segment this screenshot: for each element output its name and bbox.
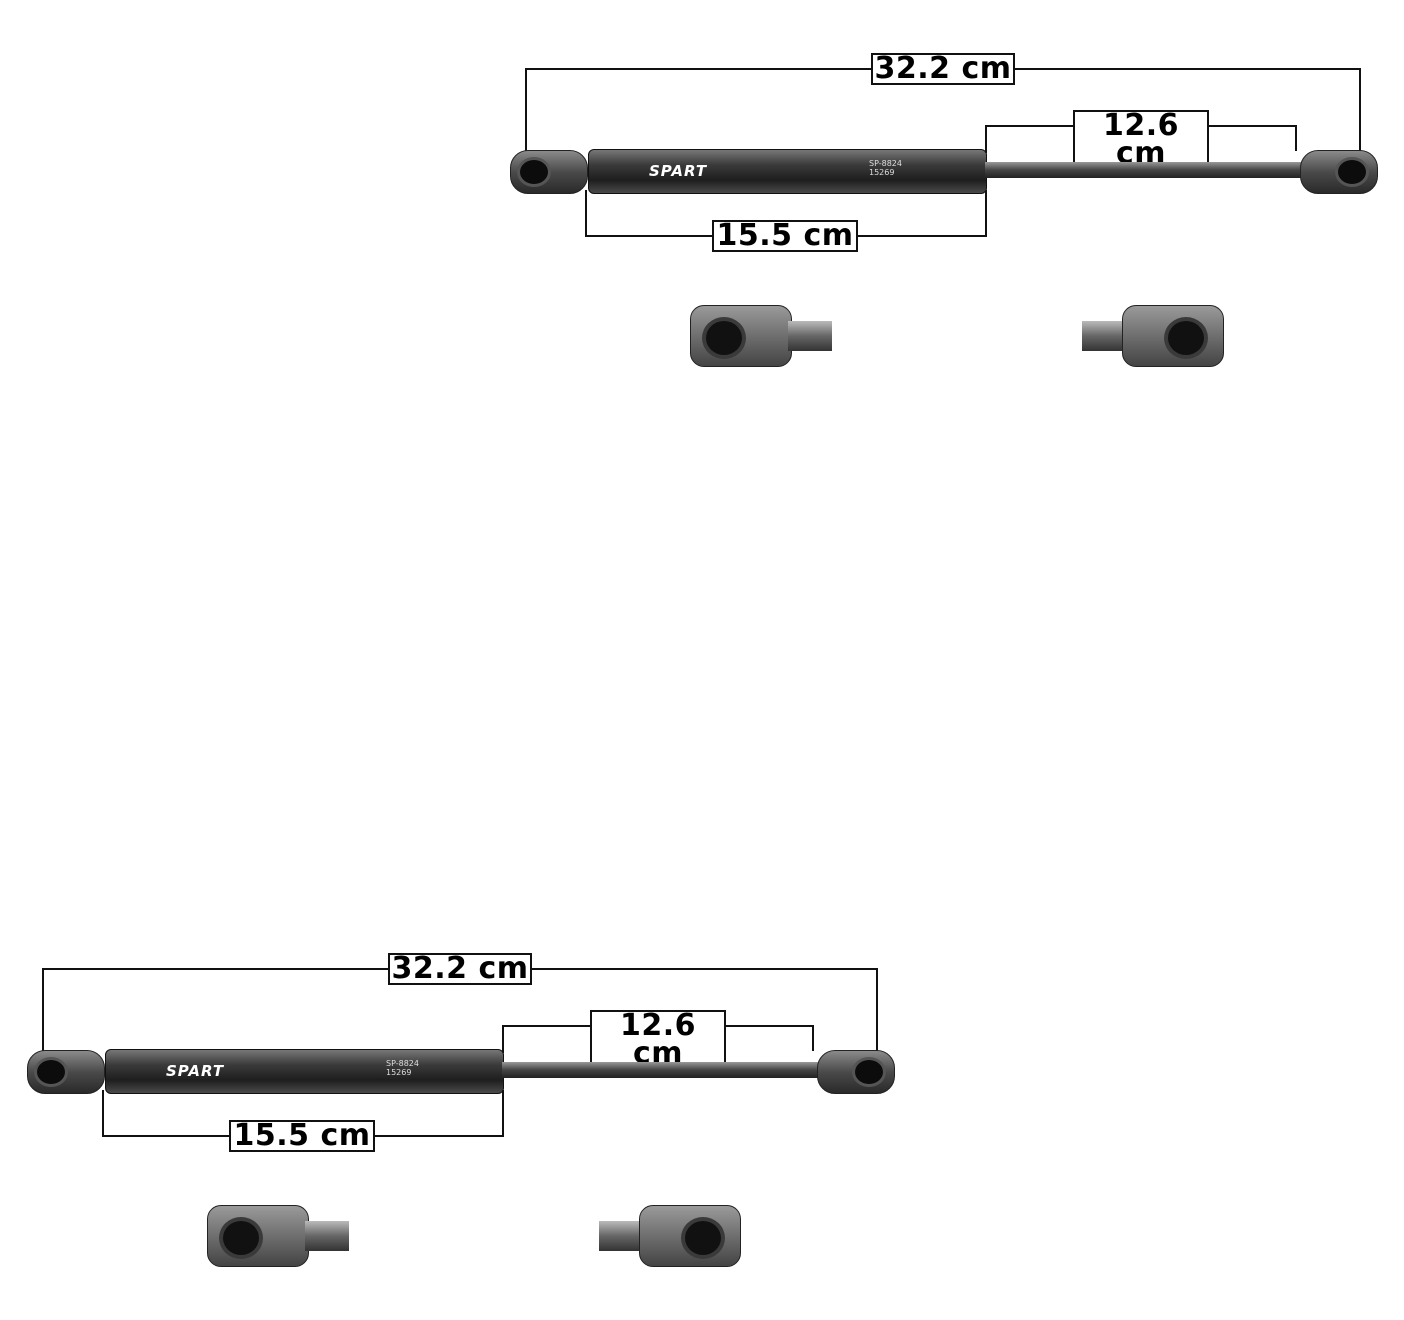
body-length-label: 15.5 cm bbox=[229, 1120, 375, 1152]
right-eyelet bbox=[817, 1050, 895, 1094]
left-eyelet bbox=[510, 150, 588, 194]
right-eyelet bbox=[1300, 150, 1378, 194]
overall-length-label: 32.2 cm bbox=[871, 53, 1015, 85]
dimension-tick bbox=[1295, 125, 1297, 151]
stroke-length-label: 12.6 cm bbox=[1073, 110, 1209, 170]
dimension-tick bbox=[502, 1025, 504, 1053]
left-eyelet bbox=[27, 1050, 105, 1094]
brand-logo: SPART bbox=[649, 162, 708, 180]
dimension-tick bbox=[985, 125, 987, 153]
piston-rod bbox=[502, 1062, 820, 1078]
dimension-tick bbox=[42, 968, 44, 1056]
end-fitting-left bbox=[690, 305, 832, 367]
brand-logo: SPART bbox=[166, 1062, 225, 1080]
dimension-tick bbox=[102, 1090, 104, 1137]
body-length-label: 15.5 cm bbox=[712, 220, 858, 252]
overall-length-label: 32.2 cm bbox=[388, 953, 532, 985]
dimension-tick bbox=[525, 68, 527, 156]
dimension-tick bbox=[585, 190, 587, 237]
end-fitting-right bbox=[1082, 305, 1224, 367]
end-fitting-right bbox=[599, 1205, 741, 1267]
dimension-tick bbox=[502, 1090, 504, 1137]
piston-rod bbox=[985, 162, 1303, 178]
stroke-length-label: 12.6 cm bbox=[590, 1010, 726, 1070]
dimension-tick bbox=[812, 1025, 814, 1051]
dimension-tick bbox=[876, 968, 878, 1056]
dimension-tick bbox=[1359, 68, 1361, 156]
dimension-tick bbox=[985, 190, 987, 237]
end-fitting-left bbox=[207, 1205, 349, 1267]
